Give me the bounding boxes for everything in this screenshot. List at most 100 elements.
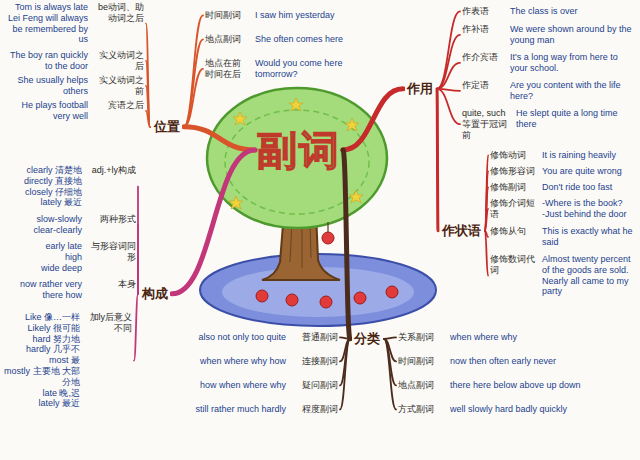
example-text: there here below above up down bbox=[450, 380, 628, 391]
example-list: I saw him yesterday bbox=[255, 10, 380, 21]
example-text: I saw him yesterday bbox=[255, 10, 380, 21]
leaf-entry: 方式副词well slowly hard badly quickly bbox=[398, 404, 628, 415]
branch-line bbox=[485, 209, 488, 231]
rule-label: 地点副词 bbox=[205, 34, 251, 45]
leaf-entry: adj.+ly构成 clearly 清楚地directly 直接地closely … bbox=[4, 165, 136, 208]
leaf-entry: 作介宾语 It's a long way from here to your sc… bbox=[462, 52, 636, 74]
leaf-entry: 时间副词 now then often early never bbox=[398, 356, 628, 367]
leaf-entry: 修饰从句 This is exactly what he said bbox=[490, 226, 636, 248]
example-text: most 最 bbox=[4, 355, 80, 366]
leaf-entry: 宾语之后 He plays football very well bbox=[4, 100, 144, 122]
example-list: -Where is the book?-Just behind the door bbox=[542, 198, 636, 220]
branch-line bbox=[184, 39, 203, 126]
branch-label: 作用 bbox=[405, 80, 435, 98]
branch-line bbox=[184, 127, 255, 150]
branch-line bbox=[485, 231, 488, 276]
branch-line bbox=[137, 257, 139, 294]
leaf-entry: 两种形式 slow-slowlyclear-clearly bbox=[4, 214, 136, 236]
example-text: clearly 清楚地 bbox=[4, 165, 82, 176]
rule-label: 加ly后意义不同 bbox=[84, 312, 132, 334]
example-text: now rather very there how bbox=[4, 279, 82, 301]
rule-label: 修饰数词代词 bbox=[490, 254, 538, 276]
rule-label: 修饰从句 bbox=[490, 226, 538, 237]
example-list: We were shown around by the young man bbox=[510, 24, 636, 46]
leaf-entry: 修饰副词 Don't ride too fast bbox=[490, 182, 636, 193]
leaf-entry: 修饰数词代词Almost twenty percent of the goods… bbox=[490, 254, 636, 297]
example-list: She usually helps others bbox=[4, 75, 88, 97]
rule-label: 普通副词 bbox=[290, 332, 338, 343]
example-text: -Where is the book? bbox=[542, 198, 636, 209]
branch-line bbox=[343, 150, 350, 339]
example-text: The boy ran quickly to the door bbox=[4, 50, 88, 72]
example-text: The class is over bbox=[510, 6, 636, 17]
example-text: He slept quite a long time there bbox=[516, 108, 636, 130]
example-list: how when where why bbox=[150, 380, 286, 391]
leaf-entry: 程度副词still rather much hardly bbox=[150, 404, 338, 415]
rule-label: 修饰动词 bbox=[490, 150, 538, 161]
example-text: now then often early never bbox=[450, 356, 628, 367]
branch-line bbox=[485, 171, 488, 230]
branch-line bbox=[172, 150, 255, 294]
example-list: He plays football very well bbox=[4, 100, 88, 122]
example-list: Don't ride too fast bbox=[542, 182, 636, 193]
leaf-entry: 实义动词之前She usually helps others bbox=[4, 75, 144, 97]
example-text: Almost twenty percent of the goods are s… bbox=[542, 254, 636, 276]
leaf-entry: 地点副词there here below above up down bbox=[398, 380, 628, 391]
rule-label: 作介宾语 bbox=[462, 52, 506, 63]
rule-label: 实义动词之后 bbox=[92, 50, 144, 72]
rule-label: 连接副词 bbox=[290, 356, 338, 367]
example-text: She usually helps others bbox=[4, 75, 88, 97]
branch-line bbox=[384, 339, 396, 410]
example-list: Like 像…一样Likely 很可能hard 努力地hardly 几乎不mos… bbox=[4, 312, 80, 409]
rule-label: 程度副词 bbox=[290, 404, 338, 415]
example-text: Don't ride too fast bbox=[542, 182, 636, 193]
example-text: late 晚,迟 bbox=[4, 388, 80, 399]
leaf-entry: 连接副词when where why how bbox=[150, 356, 338, 367]
example-text: Likely 很可能 bbox=[4, 323, 80, 334]
branch-line bbox=[134, 294, 138, 361]
rule-label: 宾语之后 bbox=[92, 100, 144, 111]
branch-text: 作状语 bbox=[442, 223, 481, 238]
branch-text: 作用 bbox=[407, 81, 433, 96]
leaf-entry: 关系副词 when where why bbox=[398, 332, 628, 343]
rule-label: be动词、助动词之后 bbox=[92, 2, 144, 24]
example-list: The boy ran quickly to the door bbox=[4, 50, 88, 72]
leaf-entry: 加ly后意义不同Like 像…一样Likely 很可能hard 努力地hardl… bbox=[4, 312, 132, 409]
branch-line bbox=[146, 86, 150, 127]
example-list: when where why bbox=[450, 332, 628, 343]
example-list: Almost twenty percent of the goods are s… bbox=[542, 254, 636, 297]
branch-line bbox=[184, 69, 203, 127]
branch-line bbox=[184, 15, 203, 126]
branch-line bbox=[146, 24, 150, 127]
rule-label: 时间副词 bbox=[398, 356, 446, 367]
rule-label: adj.+ly构成 bbox=[86, 165, 136, 176]
center-topic: 副词 bbox=[257, 128, 341, 172]
example-text: lately 最近 bbox=[4, 398, 80, 409]
tree-crown bbox=[207, 88, 387, 228]
branch-line bbox=[146, 111, 150, 127]
rule-label: 作定语 bbox=[462, 80, 506, 91]
example-text: Like 像…一样 bbox=[4, 312, 80, 323]
leaf-entry: 地点在前 时间在后Would you come here tomorrow? bbox=[205, 58, 380, 80]
rule-label: 时间副词 bbox=[205, 10, 251, 21]
rule-label: 与形容词同形 bbox=[86, 241, 136, 263]
example-text: It's a long way from here to your school… bbox=[510, 52, 636, 74]
leaf-entry: 地点副词 She often comes here bbox=[205, 34, 380, 45]
example-text: lately 最近 bbox=[4, 197, 82, 208]
branch-line bbox=[340, 339, 350, 410]
example-text: This is exactly what he said bbox=[542, 226, 636, 248]
branch-line bbox=[437, 89, 460, 124]
example-text: Nearly all came to my party bbox=[542, 276, 636, 298]
example-list: clearly 清楚地directly 直接地closely 仔细地lately… bbox=[4, 165, 82, 208]
example-text: high bbox=[4, 252, 82, 263]
rule-label: 两种形式 bbox=[86, 214, 136, 225]
branch-line bbox=[437, 63, 460, 89]
example-text: She often comes here bbox=[255, 34, 380, 45]
example-list: slow-slowlyclear-clearly bbox=[4, 214, 82, 236]
rule-label: 关系副词 bbox=[398, 332, 446, 343]
center-text: 副词 bbox=[257, 128, 341, 172]
example-text: hardly 几乎不 bbox=[4, 344, 80, 355]
rule-label: 修饰副词 bbox=[490, 182, 538, 193]
example-list: also not only too quite bbox=[150, 332, 286, 343]
leaf-entry: 修饰形容词You are quite wrong bbox=[490, 166, 636, 177]
